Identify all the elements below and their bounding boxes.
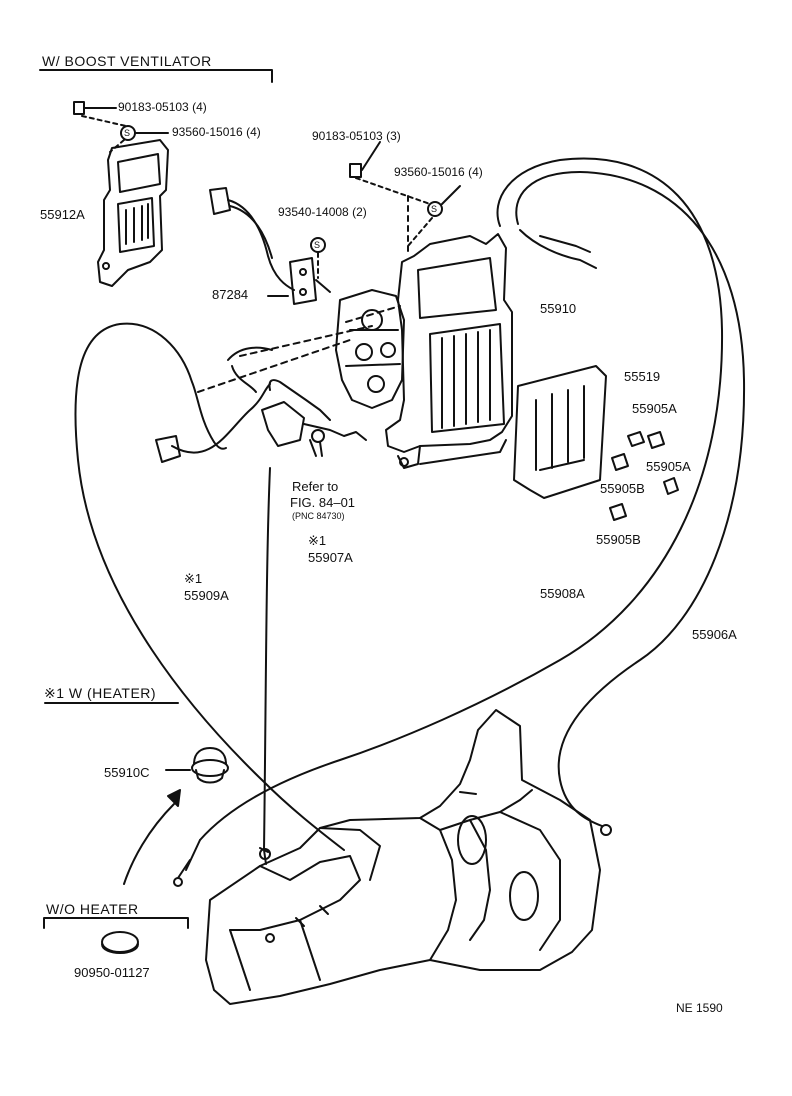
blower-housing-55910 [385, 233, 513, 469]
clip-55905B-a [611, 453, 629, 471]
label-55905B-2: 55905B [596, 532, 641, 547]
label-90183-05103-4: 90183-05103 (4) [118, 100, 207, 114]
cable-55907A [259, 467, 271, 865]
connector-87284 [209, 187, 331, 305]
refer-line-2: FIG. 84–01 [290, 495, 356, 510]
label-55908A: 55908A [540, 586, 585, 601]
label-87284: 87284 [212, 287, 249, 302]
clip-55905A-b [647, 431, 665, 449]
grommet-55910C [191, 747, 229, 784]
harness-wire [171, 383, 271, 454]
label-55906A: 55906A [692, 627, 737, 642]
label-55910C: 55910C [104, 765, 150, 780]
label-55905A-1: 55905A [632, 401, 677, 416]
cable-55909A [74, 322, 345, 851]
label-55519: 55519 [624, 369, 661, 384]
label-55909A: 55909A [184, 588, 229, 603]
servo-actuator [261, 379, 367, 457]
washer-symbol-a: S [124, 128, 131, 138]
header-w-heater: ※1 W (HEATER) [44, 685, 157, 701]
note-mark-55907A: ※1 [308, 533, 327, 548]
label-90183-05103-3: 90183-05103 (3) [312, 129, 401, 143]
clip-55905A-a [627, 431, 645, 447]
cable-55906A [515, 171, 746, 827]
label-55912A: 55912A [40, 207, 85, 222]
label-93540-14008-2: 93540-14008 (2) [278, 205, 367, 219]
clip-90183-3 [349, 163, 362, 178]
reference-code: NE 1590 [676, 1001, 723, 1015]
heater-unit [205, 709, 601, 1005]
label-55905A-2: 55905A [646, 459, 691, 474]
label-90950-01127: 90950-01127 [74, 965, 150, 980]
washer-93560-right [427, 201, 443, 217]
boost-housing-55912A [97, 139, 169, 287]
plate-55519 [513, 365, 607, 499]
header-boost-ventilator: W/ BOOST VENTILATOR [42, 53, 212, 69]
wo-heater-bracket [43, 917, 189, 929]
label-55907A: 55907A [308, 550, 353, 565]
boost-header-bracket [39, 69, 273, 83]
washer-symbol-b: S [431, 204, 438, 214]
arrow-up [123, 803, 175, 885]
plug-90950-01127 [101, 931, 139, 954]
note-mark-55909A: ※1 [184, 571, 203, 586]
cable-55908A [199, 157, 724, 841]
clip-55905B-c [609, 503, 627, 521]
header-wo-heater: W/O HEATER [46, 901, 139, 917]
label-55910: 55910 [540, 301, 577, 316]
refer-line-3: (PNC 84730) [292, 511, 345, 521]
label-93560-15016-4a: 93560-15016 (4) [172, 125, 261, 139]
label-55905B-1: 55905B [600, 481, 645, 496]
refer-line-1: Refer to [292, 479, 339, 494]
clip-90183-small [73, 101, 85, 115]
label-93560-15016-4b: 93560-15016 (4) [394, 165, 483, 179]
washer-symbol-c: S [314, 240, 321, 250]
clip-55905B-b [663, 477, 679, 495]
